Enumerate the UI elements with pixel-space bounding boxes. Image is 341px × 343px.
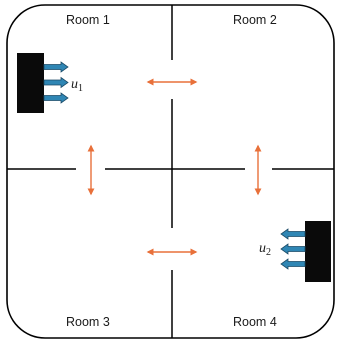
actuator-u1: u1 — [17, 53, 83, 113]
actuator-u1-label: u1 — [71, 77, 83, 94]
room-label-room1: Room 1 — [66, 13, 110, 27]
outer-wall — [6, 4, 335, 339]
actuator-u2-body — [305, 221, 331, 282]
actuator-u2-label: u2 — [259, 241, 271, 258]
actuator-u1-arrows — [43, 61, 69, 104]
actuator-u1-body — [17, 53, 44, 113]
actuator-u2-arrows — [280, 228, 306, 270]
room-label-room4: Room 4 — [233, 315, 277, 329]
room-label-room3: Room 3 — [66, 315, 110, 329]
actuator-u2: u2 — [259, 221, 331, 282]
room-label-room2: Room 2 — [233, 13, 277, 27]
